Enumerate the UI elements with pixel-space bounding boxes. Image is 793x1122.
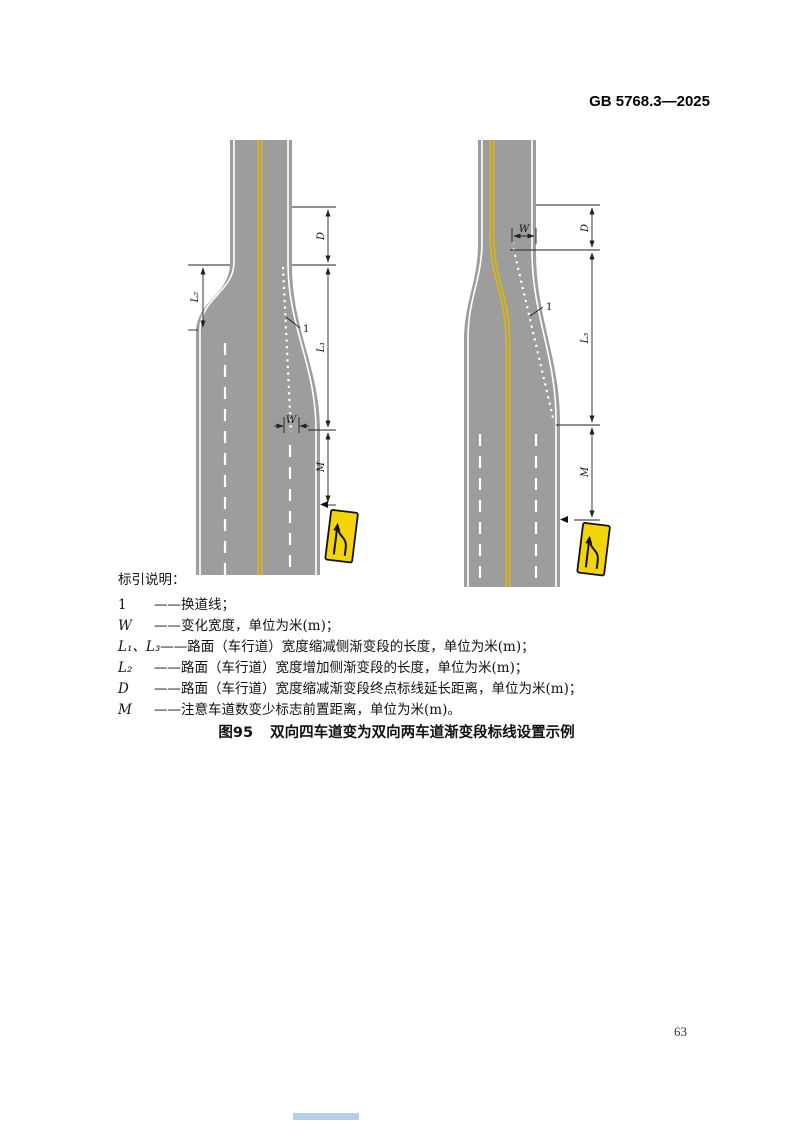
lane-merge-sign-icon — [560, 516, 611, 577]
legend-row: 1 ——换道线； — [118, 595, 698, 616]
callout-1-label: 1 — [303, 324, 309, 335]
dimension-lines — [188, 206, 336, 506]
legend-desc: ——变化宽度，单位为米(m)； — [154, 618, 340, 634]
dim-label-l2: L₂ — [190, 292, 201, 304]
dim-label-l1: L₁ — [316, 342, 327, 354]
legend-symbol: 1 — [118, 597, 127, 613]
callout-1: 1 — [529, 302, 552, 317]
artifact-bar — [293, 1113, 359, 1120]
figure-number: 图95 — [218, 725, 254, 741]
dim-label-w: W — [286, 415, 297, 426]
standard-code: GB 5768.3—2025 — [589, 93, 710, 110]
legend-symbol: W — [118, 618, 132, 634]
legend-desc: ——路面（车行道）宽度缩减侧渐变段的长度，单位为米(m)； — [160, 639, 535, 655]
dimension-lines — [510, 204, 600, 521]
dim-label-w: W — [519, 224, 530, 235]
legend-symbol: D — [118, 681, 129, 697]
legend-row: M ——注意车道数变少标志前置距离，单位为米(m)。 — [118, 700, 698, 721]
road-edge-lines — [467, 140, 557, 587]
legend-symbol: L₂ — [118, 660, 133, 676]
diagram-left: 1 D L₁ M L₂ W — [188, 140, 359, 575]
lane-change-dotted-line — [510, 241, 556, 423]
legend-symbol: M — [118, 702, 132, 718]
legend-row: D ——路面（车行道）宽度缩减渐变段终点标线延长距离，单位为米(m)； — [118, 679, 698, 700]
legend-row: W ——变化宽度，单位为米(m)； — [118, 616, 698, 637]
legend-desc: ——换道线； — [154, 597, 235, 613]
legend: 标引说明： 1 ——换道线； W ——变化宽度，单位为米(m)； L₁、L₃ —… — [118, 570, 698, 721]
page-number: 63 — [674, 1024, 687, 1039]
center-double-yellow-line — [257, 140, 263, 575]
callout-1: 1 — [285, 316, 309, 335]
lane-change-dotted-line — [281, 266, 293, 433]
legend-symbol: L₁、L₃ — [118, 639, 161, 655]
road-edge-lines — [199, 140, 317, 575]
dim-label-l3: L₃ — [580, 333, 591, 345]
legend-row: L₁、L₃ ——路面（车行道）宽度缩减侧渐变段的长度，单位为米(m)； — [118, 637, 698, 658]
figure-caption: 图95 双向四车道变为双向两车道渐变段标线设置示例 — [0, 721, 793, 742]
legend-desc: ——路面（车行道）宽度增加侧渐变段的长度，单位为米(m)； — [154, 660, 529, 676]
lane-dash-lines — [223, 343, 292, 575]
dim-label-m: M — [580, 466, 591, 478]
dim-label-d: D — [580, 224, 591, 233]
legend-desc: ——路面（车行道）宽度缩减渐变段终点标线延长距离，单位为米(m)； — [154, 681, 583, 697]
dim-label-d: D — [316, 232, 327, 241]
lane-dash-lines — [478, 434, 538, 587]
legend-title: 标引说明： — [118, 572, 186, 588]
dim-label-m: M — [316, 461, 327, 473]
legend-desc: ——注意车道数变少标志前置距离，单位为米(m)。 — [154, 702, 461, 718]
road-surface — [464, 140, 560, 587]
lane-merge-sign-icon — [320, 501, 359, 564]
center-double-yellow-line — [489, 140, 511, 587]
callout-1-label: 1 — [546, 302, 552, 313]
legend-row: L₂ ——路面（车行道）宽度增加侧渐变段的长度，单位为米(m)； — [118, 658, 698, 679]
diagram-right: 1 D L₃ M W — [464, 140, 611, 587]
figure-title: 双向四车道变为双向两车道渐变段标线设置示例 — [270, 725, 575, 741]
